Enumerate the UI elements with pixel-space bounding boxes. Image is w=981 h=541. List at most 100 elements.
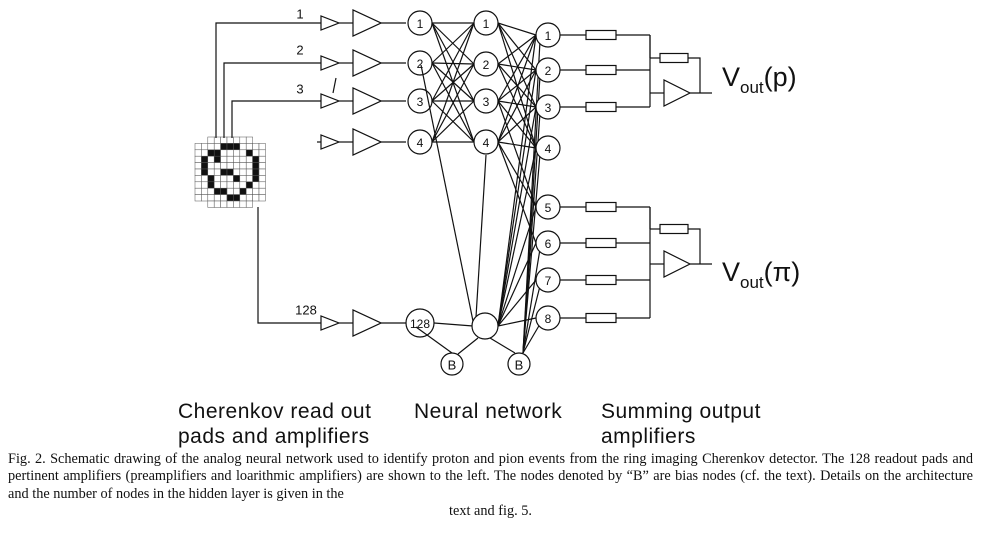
pad-cell-hit xyxy=(239,187,247,195)
pad-cell xyxy=(245,162,253,170)
hidden-node xyxy=(473,10,499,36)
pad-cell xyxy=(245,187,253,195)
hidden-output-connection xyxy=(497,100,537,208)
pads-section-label-line2: pads and amplifiers xyxy=(178,425,370,448)
pad-cell xyxy=(207,162,215,170)
log-amplifier-triangle xyxy=(352,87,383,115)
bias-connection xyxy=(489,337,516,354)
pad-cell xyxy=(220,181,228,189)
pad-channel-label: 2 xyxy=(296,43,303,58)
feedback-resistor xyxy=(659,52,689,64)
pad-cell xyxy=(194,168,202,176)
summing-amplifier xyxy=(663,250,692,278)
input-hidden-connection xyxy=(431,62,475,65)
pad-cell xyxy=(213,194,221,202)
pad-cell xyxy=(226,162,234,170)
pad-wire xyxy=(231,100,321,138)
hidden-output-connection xyxy=(497,34,537,65)
pad-wire xyxy=(215,22,321,138)
hidden-output-connection xyxy=(497,100,537,108)
pad-cell xyxy=(252,187,260,195)
pad-cell-hit xyxy=(201,162,209,170)
hidden-output-connection xyxy=(497,34,537,143)
pad-cell xyxy=(245,194,253,202)
pad-cell xyxy=(252,194,260,202)
hidden-output-connection xyxy=(497,69,537,102)
pad-channel-label: 128 xyxy=(295,303,317,318)
pad-cell xyxy=(245,175,253,183)
pad-cell xyxy=(258,175,266,183)
pad-cell-hit xyxy=(207,149,215,157)
pad-cell xyxy=(194,194,202,202)
summing-section-label-line1: Summing output xyxy=(601,400,761,423)
pad-cell xyxy=(226,181,234,189)
figure-caption: Fig. 2. Schematic drawing of the analog … xyxy=(8,451,973,520)
pad-wire xyxy=(223,62,321,138)
bias-node-label: B xyxy=(515,358,524,373)
pad-cell xyxy=(258,194,266,202)
pad-cell xyxy=(201,187,209,195)
pad-cell xyxy=(213,168,221,176)
bias-connection xyxy=(457,337,479,355)
pad-channel-label: 3 xyxy=(296,82,303,97)
summing-resistor xyxy=(585,101,617,113)
hidden-output-connection xyxy=(497,279,537,327)
pad-cell xyxy=(239,168,247,176)
pad-cell-hit xyxy=(252,162,260,170)
pad-cell xyxy=(252,181,260,189)
pad-cell xyxy=(239,181,247,189)
summing-resistor xyxy=(585,201,617,213)
pad-cell xyxy=(207,194,215,202)
pad-cell-hit xyxy=(213,187,221,195)
pad-cell xyxy=(213,143,221,151)
pad-cell xyxy=(245,155,253,163)
pad-cell xyxy=(239,155,247,163)
pad-cell-hit xyxy=(252,168,260,176)
hidden-output-connection xyxy=(497,22,537,36)
output-node-label: 6 xyxy=(545,237,552,251)
hidden-node xyxy=(473,129,499,155)
pad-cell xyxy=(245,200,253,208)
summing-resistor xyxy=(585,64,617,76)
pad-cell xyxy=(258,181,266,189)
hidden-output-connection xyxy=(497,34,537,327)
hidden-node xyxy=(473,51,499,77)
caption-last-line: text and fig. 5. xyxy=(449,502,532,519)
input-hidden-connection xyxy=(431,22,475,143)
pad-cell xyxy=(194,149,202,157)
input-hidden-connection xyxy=(420,64,475,327)
output-node-label: 8 xyxy=(545,312,552,326)
input-node-label: 1 xyxy=(417,17,424,31)
pad-cell-hit xyxy=(245,149,253,157)
pad-cell xyxy=(194,162,202,170)
log-amplifier-triangle xyxy=(352,128,383,156)
pad-cell xyxy=(226,155,234,163)
pad-cell xyxy=(213,136,221,144)
pad-cell xyxy=(201,175,209,183)
input-node-label: 4 xyxy=(417,136,424,150)
output-node-label: 2 xyxy=(545,64,552,78)
bias-connection xyxy=(522,323,541,354)
pad-cell xyxy=(220,162,228,170)
input-hidden-connection xyxy=(431,22,475,64)
pad-cell-hit xyxy=(207,181,215,189)
bias-connection xyxy=(522,285,541,354)
bias-connection xyxy=(522,248,541,354)
pad-cell xyxy=(201,143,209,151)
log-amplifier-triangle xyxy=(352,49,383,77)
pad-wire xyxy=(257,207,321,324)
input-hidden-connection xyxy=(433,322,474,327)
input-node-label: 3 xyxy=(417,95,424,109)
hidden-node xyxy=(471,312,499,340)
pad-cell-hit xyxy=(220,143,228,151)
output-node-label: 3 xyxy=(545,101,552,115)
hidden-output-connection xyxy=(497,22,537,108)
pad-cell-hit xyxy=(207,175,215,183)
pad-cell xyxy=(233,200,241,208)
pad-cell xyxy=(220,200,228,208)
caption-body: Fig. 2. Schematic drawing of the analog … xyxy=(8,451,973,502)
hidden-output-connection xyxy=(497,22,537,71)
pad-cell xyxy=(245,136,253,144)
